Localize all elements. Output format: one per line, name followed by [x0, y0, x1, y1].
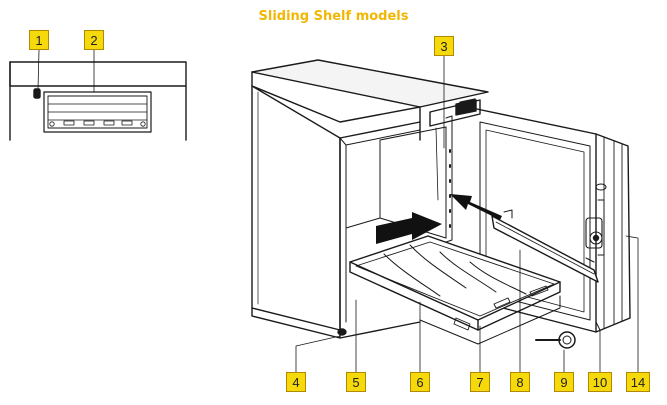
callout-10-label: 10 — [592, 374, 608, 390]
key — [535, 331, 576, 349]
leader-lines — [295, 55, 639, 373]
callout-3-label: 3 — [440, 38, 448, 54]
shelf-rail — [491, 209, 599, 283]
callout-9: 9 — [554, 372, 574, 392]
callout-6-label: 6 — [416, 374, 424, 390]
callout-4-label: 4 — [292, 374, 300, 390]
callout-7: 7 — [470, 372, 490, 392]
attach-rail-arrow — [450, 194, 502, 220]
callout-9-label: 9 — [560, 374, 568, 390]
callout-1: 1 — [29, 30, 49, 50]
callout-2: 2 — [84, 30, 104, 50]
callout-8-label: 8 — [516, 374, 524, 390]
insert-shelf-arrow — [376, 212, 442, 244]
diagram-title: Sliding Shelf models — [258, 9, 409, 24]
callout-5-label: 5 — [352, 374, 360, 390]
callout-2-label: 2 — [90, 32, 98, 48]
callout-3: 3 — [434, 36, 454, 56]
callout-1-label: 1 — [35, 32, 43, 48]
callout-10: 10 — [588, 372, 612, 392]
sliding-shelf — [349, 235, 561, 345]
safe-cabinet — [251, 59, 489, 339]
callout-5: 5 — [346, 372, 366, 392]
callout-8: 8 — [510, 372, 530, 392]
callout-14-label: 14 — [630, 374, 646, 390]
callout-14: 14 — [626, 372, 650, 392]
callout-6: 6 — [410, 372, 430, 392]
callout-7-label: 7 — [476, 374, 484, 390]
front-panel-inset — [9, 49, 187, 141]
callout-4: 4 — [286, 372, 306, 392]
safe-door — [471, 107, 631, 333]
